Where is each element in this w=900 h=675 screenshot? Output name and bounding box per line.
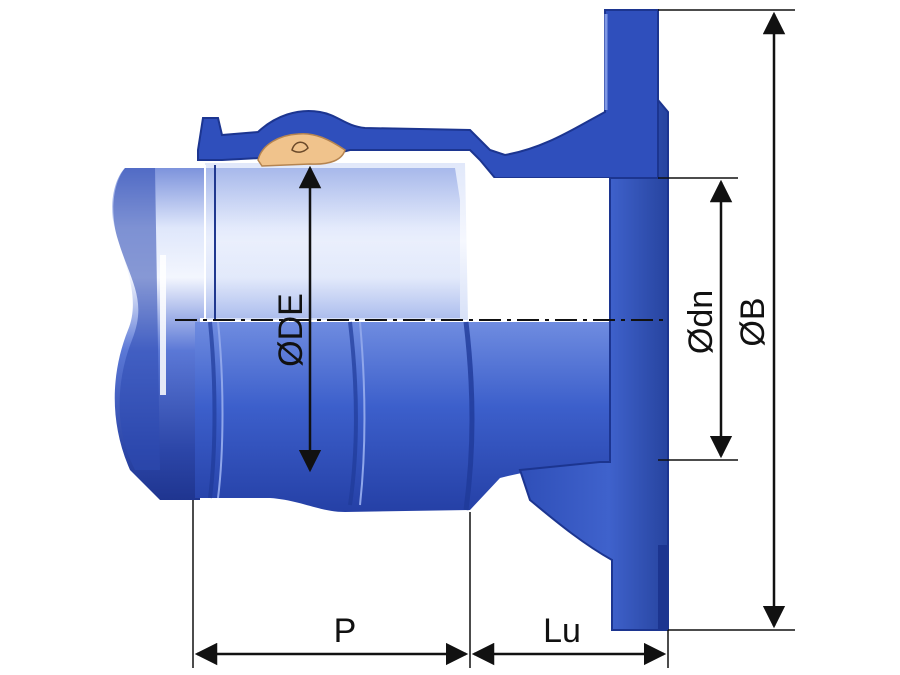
label-lu: Lu [543, 612, 581, 650]
dimension-lu: Lu [471, 612, 669, 668]
label-b: ØB [734, 297, 772, 346]
dimension-dn: Ødn [658, 177, 738, 461]
dimension-p: P [192, 500, 471, 668]
flange [518, 9, 669, 631]
gasket [257, 132, 346, 167]
label-p: P [334, 612, 357, 650]
dimension-b: ØB [658, 9, 795, 631]
label-dn: Ødn [682, 290, 720, 354]
label-de: ØDE [272, 293, 310, 367]
pipe-highlight [160, 255, 166, 395]
dimension-de: ØDE [272, 165, 322, 473]
